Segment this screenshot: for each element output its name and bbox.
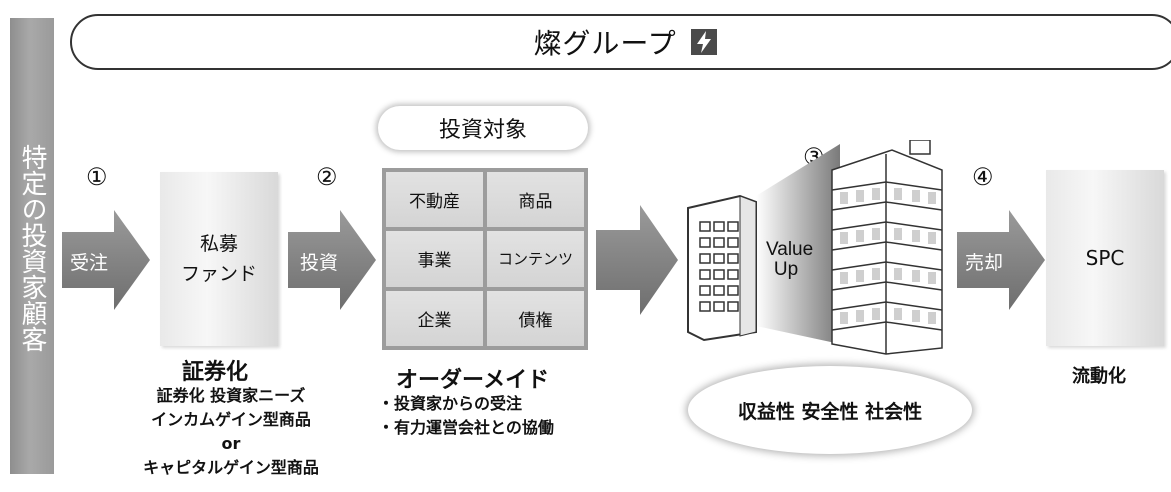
securitize-line-1: 証券化 投資家ニーズ — [156, 386, 306, 405]
securitize-line-3: or — [221, 434, 241, 453]
private-fund-box: 私募 ファンド — [160, 172, 278, 346]
target-real-estate: 不動産 — [386, 172, 483, 228]
sell-arrow: 売却 — [957, 210, 1047, 310]
value-up-line-2: Up — [773, 259, 799, 280]
order-arrow-label: 受注 — [70, 252, 109, 274]
securitize-line-2: インカムゲイン型商品 — [151, 410, 311, 429]
fund-line-1: 私募 — [199, 233, 238, 255]
target-company: 企業 — [386, 290, 483, 346]
securitize-details: 証券化 投資家ニーズ インカムゲイン型商品 or キャピタルゲイン型商品 — [106, 384, 356, 480]
investment-target-grid: 不動産 商品 事業 コンテンツ 企業 債権 — [382, 168, 588, 350]
ordermade-line-1: ・投資家からの受注 — [378, 394, 523, 413]
to-asset-arrow — [596, 205, 680, 315]
liquidity-title: 流動化 — [1072, 366, 1126, 387]
step-2: ② — [316, 163, 338, 191]
invest-arrow-label: 投資 — [300, 252, 339, 274]
step-1: ① — [86, 163, 108, 191]
order-arrow: 受注 — [62, 210, 152, 310]
client-band-label: 特定の投資家顧客 — [17, 144, 47, 352]
securitize-line-4: キャピタルゲイン型商品 — [143, 458, 319, 477]
client-band: 特定の投資家顧客 — [10, 18, 54, 474]
spc-box: SPC — [1046, 170, 1164, 346]
group-title: 燦グループ — [533, 27, 677, 60]
benefits-ellipse: 収益性 安全性 社会性 — [688, 366, 972, 454]
step-4: ④ — [972, 163, 994, 191]
invest-arrow: 投資 — [288, 210, 378, 310]
target-contents: コンテンツ — [487, 231, 584, 287]
group-logo-icon — [690, 29, 717, 55]
fund-line-2: ファンド — [180, 263, 257, 285]
investment-target-pill: 投資対象 — [378, 106, 588, 150]
group-banner: 燦グループ — [70, 14, 1171, 70]
value-up-illustration: Value Up — [680, 139, 950, 360]
ordermade-details: ・投資家からの受注 ・有力運営会社との協働 — [378, 392, 618, 440]
small-building-icon — [687, 194, 757, 342]
tall-building-icon — [831, 139, 943, 355]
securitize-title: 証券化 — [182, 360, 249, 385]
target-business: 事業 — [386, 231, 483, 287]
value-up-label: Value Up — [766, 239, 814, 280]
value-up-line-1: Value — [766, 239, 814, 260]
target-claims: 債権 — [487, 290, 584, 346]
target-products: 商品 — [487, 172, 584, 228]
ordermade-title: オーダーメイド — [396, 368, 550, 393]
sell-arrow-label: 売却 — [965, 252, 1004, 274]
ordermade-line-2: ・有力運営会社との協働 — [378, 418, 554, 437]
